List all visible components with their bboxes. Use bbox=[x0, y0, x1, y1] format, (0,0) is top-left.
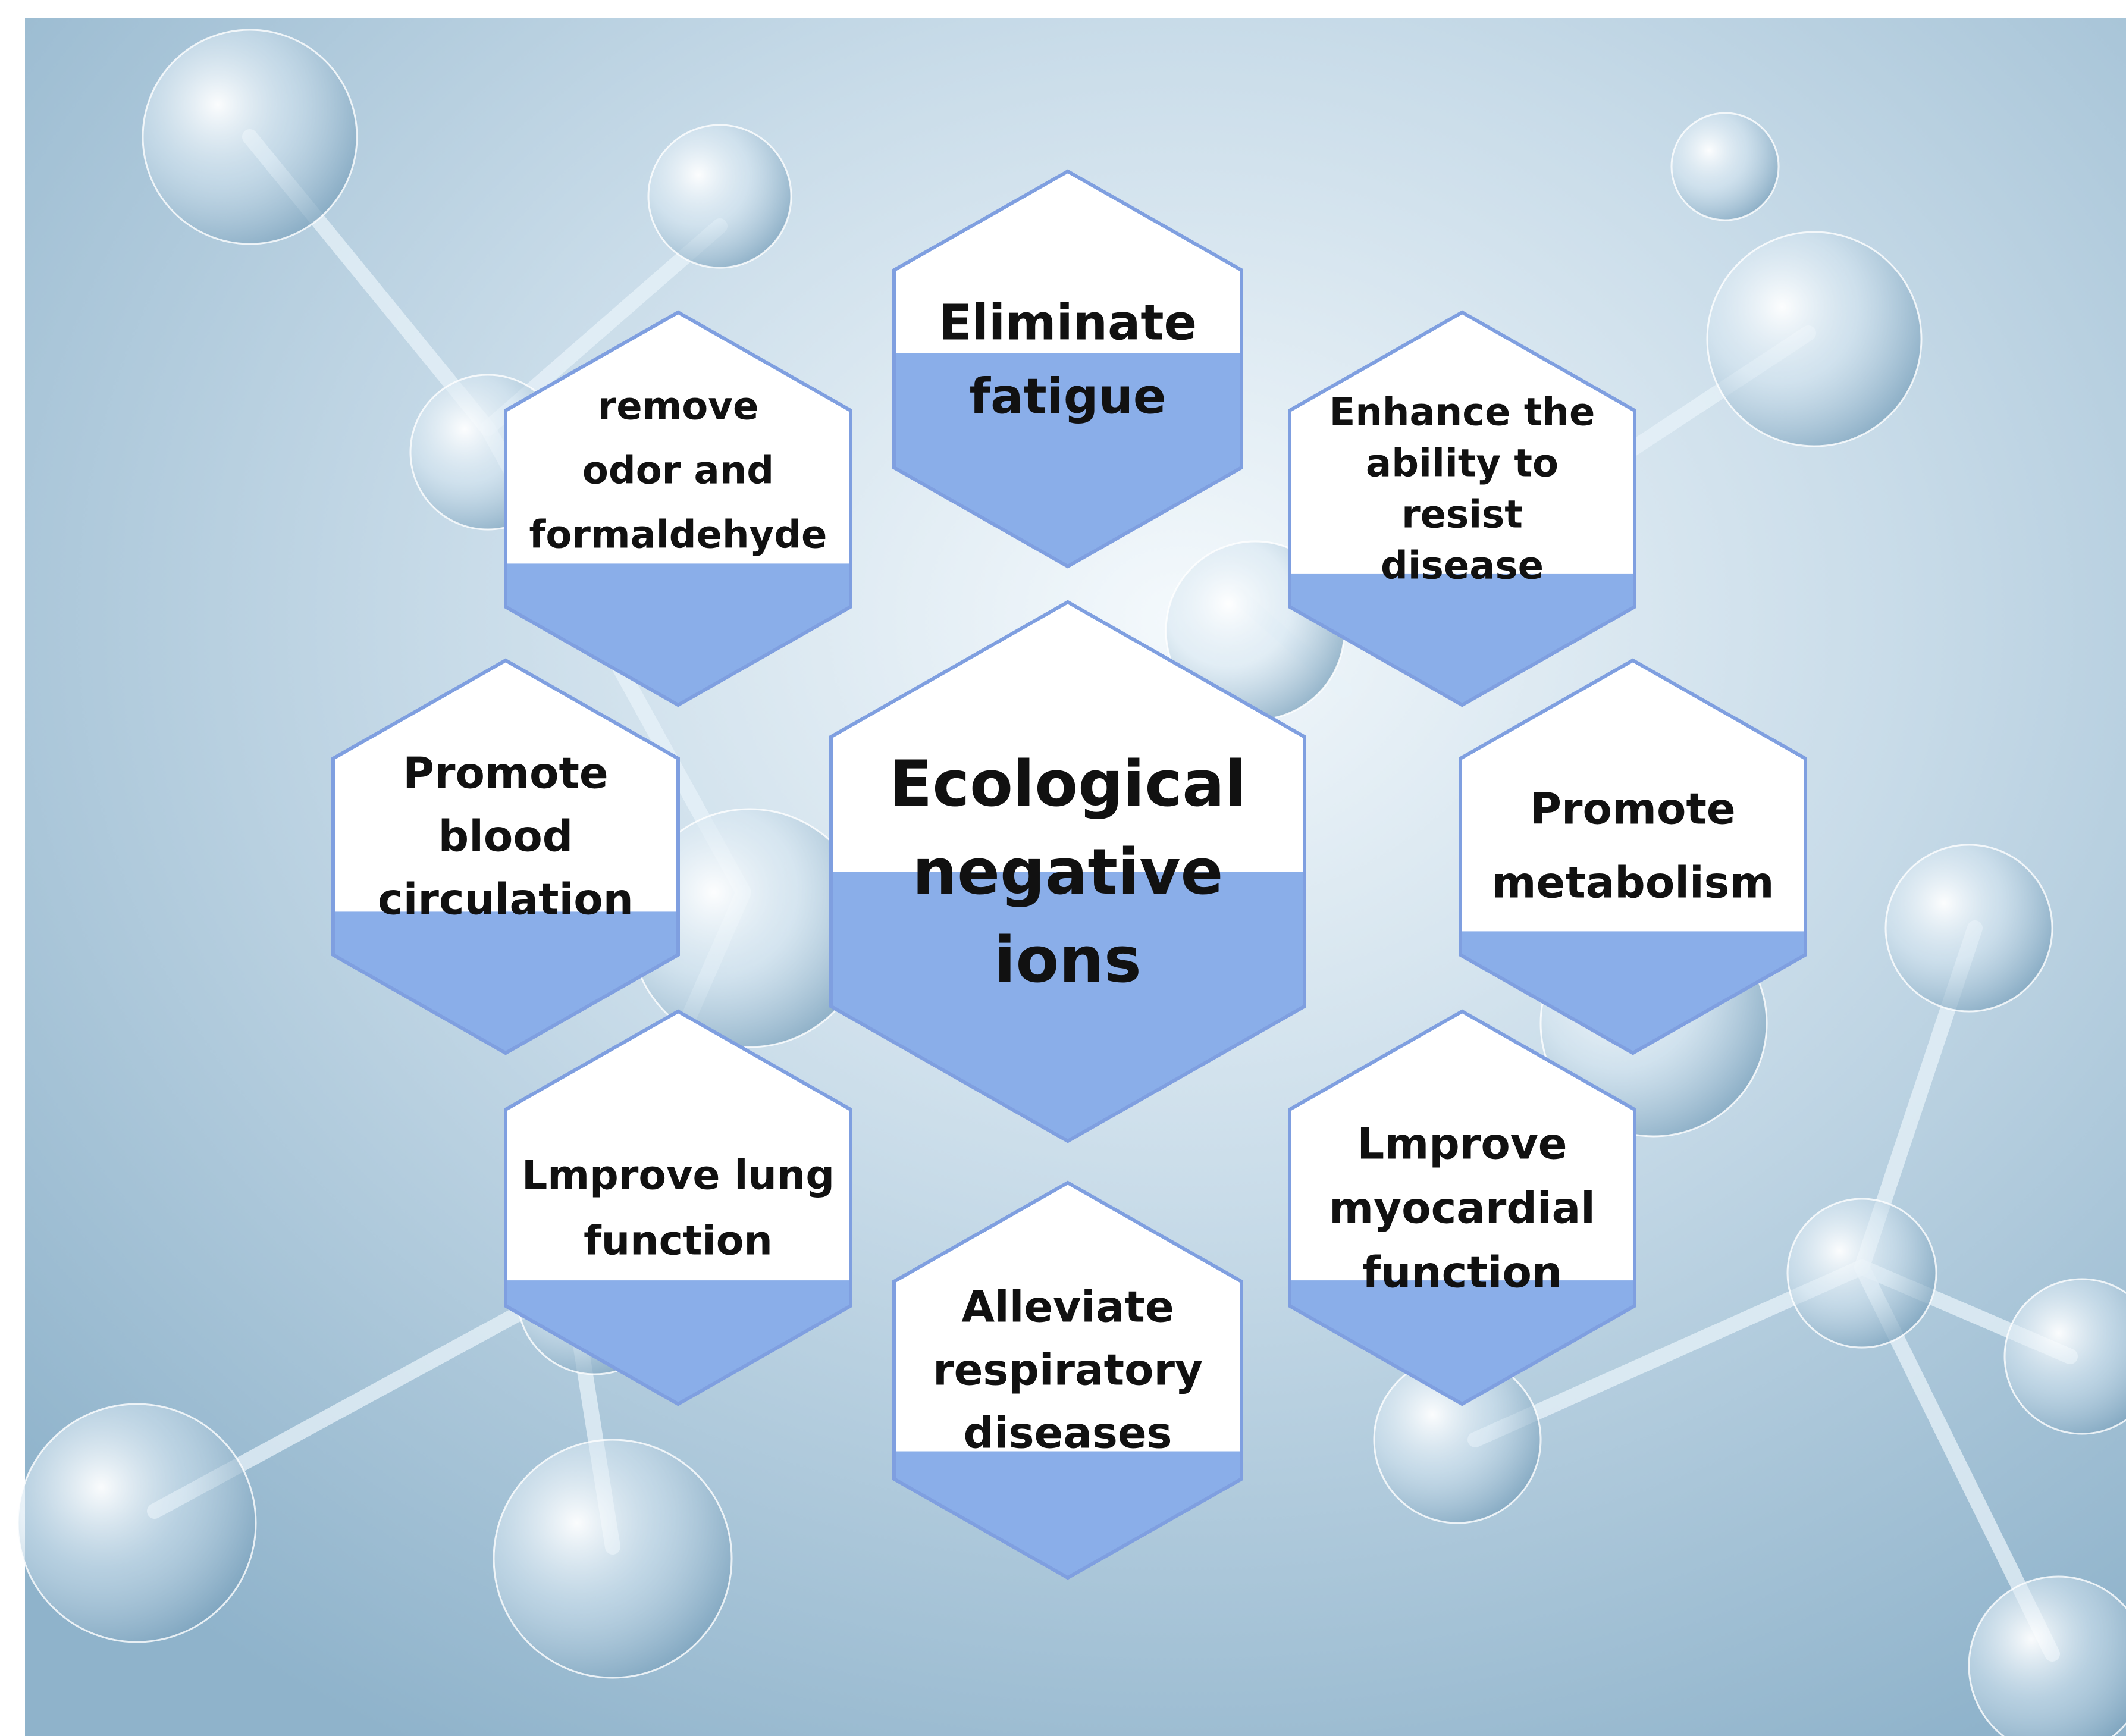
hexagon-myocardial-function-label-line: function bbox=[1362, 1248, 1562, 1298]
hexagon-remove-odor-label-line: odor and bbox=[582, 449, 774, 493]
hexagon-eliminate-fatigue-label-line: fatigue bbox=[969, 368, 1166, 425]
hexagon-diagram: Eliminate fatigue remove odor and formaldehy… bbox=[331, 169, 1807, 1580]
hexagon-outline bbox=[1459, 658, 1807, 1055]
hexagon-resist-disease-label-line: Enhance the bbox=[1329, 391, 1595, 435]
hexagon-metabolism-label-line: metabolism bbox=[1491, 858, 1774, 908]
hexagon-outline bbox=[892, 1180, 1243, 1580]
hexagon-blood-circulation-label-line: blood bbox=[438, 811, 573, 861]
hexagon-lung-function-label-line: function bbox=[584, 1218, 773, 1265]
hexagon-outline bbox=[1288, 1009, 1636, 1406]
hexagon-blood-circulation-label-line: circulation bbox=[378, 875, 634, 925]
hexagon-blood-circulation-label-line: Promote bbox=[403, 748, 608, 798]
hexagon-outline bbox=[892, 169, 1243, 569]
hexagon-myocardial-function-label-line: myocardial bbox=[1329, 1183, 1595, 1233]
hexagon-outline bbox=[1288, 310, 1636, 707]
hexagon-center-ecological-negative-ions-label-line: ions bbox=[994, 923, 1142, 997]
hexagon-outline bbox=[504, 310, 852, 707]
hexagon-remove-odor: remove odor and formaldehyde bbox=[504, 310, 852, 707]
hexagon-myocardial-function-label-line: Lmprove bbox=[1357, 1119, 1567, 1169]
hexagon-lung-function: Lmprove lung function bbox=[504, 1009, 852, 1406]
hexagon-metabolism-label-line: Promote bbox=[1530, 784, 1735, 834]
hexagon-center-ecological-negative-ions-label-line: Ecological bbox=[889, 747, 1246, 820]
hexagon-respiratory-diseases-label-line: Alleviate bbox=[961, 1282, 1174, 1332]
hexagon-center-ecological-negative-ions-label-line: negative bbox=[913, 835, 1224, 908]
hexagon-remove-odor-label-line: remove bbox=[598, 385, 759, 429]
hexagon-respiratory-diseases-label-line: diseases bbox=[963, 1408, 1172, 1458]
hexagon-outline bbox=[504, 1009, 852, 1406]
hexagon-outline bbox=[331, 658, 680, 1055]
hexagon-resist-disease-label-line: disease bbox=[1381, 544, 1544, 588]
hexagon-remove-odor-label-line: formaldehyde bbox=[529, 513, 827, 557]
hexagon-respiratory-diseases-label-line: respiratory bbox=[933, 1345, 1203, 1395]
hexagon-resist-disease-label-line: ability to bbox=[1366, 442, 1559, 486]
hexagon-outline bbox=[829, 600, 1306, 1143]
hexagon-lung-function-label-line: Lmprove lung bbox=[522, 1152, 835, 1199]
hexagon-eliminate-fatigue-label-line: Eliminate bbox=[939, 294, 1197, 351]
hexagon-resist-disease-label-line: resist bbox=[1401, 493, 1523, 537]
hexagon-blood-circulation: Promote blood circulation bbox=[331, 658, 680, 1055]
